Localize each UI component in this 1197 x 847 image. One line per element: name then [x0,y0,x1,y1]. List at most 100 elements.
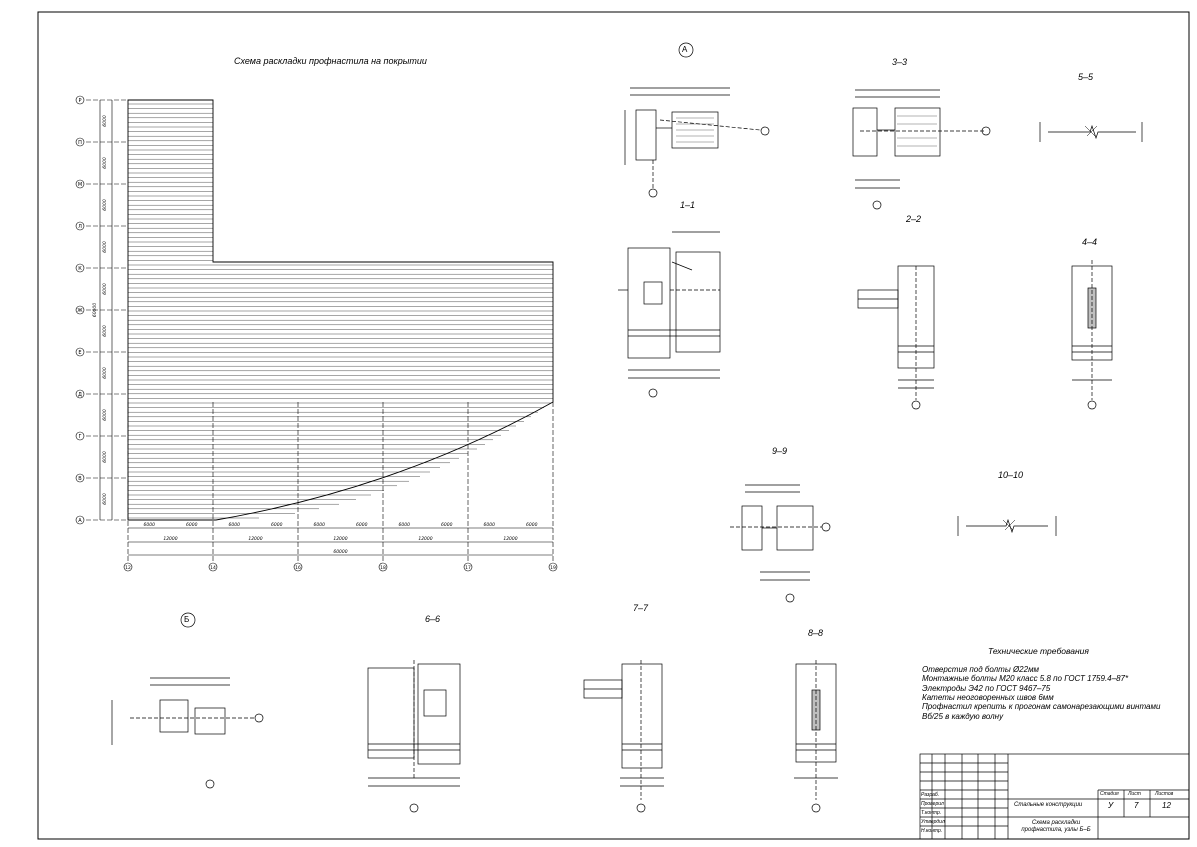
bottom-dim-label: 6000 [186,522,198,528]
tech-line: Профнастил крепить к прогонам самонареза… [922,702,1161,712]
row-axis-bubble [75,95,85,105]
row-axis-label: Г [78,434,81,440]
col-axis-bubble [208,562,218,572]
tb-row-label: Н.контр. [921,828,943,834]
col-axis-label: 14 [210,565,216,571]
section-label-6-6: 6–6 [425,614,441,624]
total-dim-label: 60000 [333,549,347,555]
pair-dim-label: 12000 [418,536,432,542]
section-label-1-1: 1–1 [680,200,696,210]
bottom-dim-label: 6000 [271,522,283,528]
row-axis-bubble [75,431,85,441]
row-axis-label: Р [78,98,81,104]
section-7-7-detail [583,660,664,813]
pair-dim-label: 12000 [163,536,177,542]
row-axis-bubble [75,347,85,357]
node-a-marker: А [682,45,688,54]
left-dim-label: 6000 [102,493,108,505]
row-axis-label: Л [78,224,82,230]
pair-dim-label: 12000 [248,536,262,542]
tech-line: Катеты неоговоренных швов 6мм [922,692,1054,702]
left-dim-label: 6000 [102,157,108,169]
bottom-dim-label: 6000 [144,522,156,528]
col-axis-label: 17 [465,565,471,571]
col-axis-label: 12 [125,565,131,571]
row-axis-label: М [78,182,82,188]
roof-scheme [86,99,554,562]
section-4-4-detail [1071,260,1113,410]
row-axis-bubble [75,389,85,399]
row-axis-label: П [78,140,82,146]
left-dim-label: 6000 [102,115,108,127]
col-axis-label: 19 [550,565,556,571]
section-1-1-detail [618,231,721,398]
row-axis-bubble [75,221,85,231]
bottom-dim-label: 6000 [229,522,241,528]
tb-header-stage: Стадия [1100,791,1119,797]
left-dim-label: 6000 [102,199,108,211]
section-label-10-10: 10–10 [998,470,1024,480]
col-axis-bubble [123,562,133,572]
tb-sheet-title: Схема раскладки профнастила, узлы Б–Б [1021,820,1091,833]
section-label-9-9: 9–9 [772,446,788,456]
bottom-dim-label: 6000 [441,522,453,528]
tb-header-sheet: Лист [1128,791,1141,797]
bottom-dim-label: 6000 [399,522,411,528]
section-label-3-3: 3–3 [892,57,908,67]
col-axis-bubble [293,562,303,572]
left-dim-label: 6000 [102,409,108,421]
row-axis-label: К [78,266,82,272]
section-9-9-detail [730,484,831,603]
row-axis-label: Ж [77,308,83,314]
col-axis-bubble [548,562,558,572]
title-block-frame [919,753,1190,840]
row-axis-bubble [75,179,85,189]
row-axis-bubble [75,473,85,483]
bottom-dim-label: 6000 [314,522,326,528]
row-axis-bubble [75,515,85,525]
left-dim-label: 6000 [102,367,108,379]
tb-row-label: Разраб. [921,792,940,798]
pair-dim-label: 12000 [503,536,517,542]
section-5-5-detail [1039,122,1143,142]
tech-line: Монтажные болты М20 класс 5.8 по ГОСТ 17… [922,674,1129,684]
section-label-5-5: 5–5 [1078,72,1094,82]
tech-line: Вб/25 в каждую волну [922,711,1004,721]
left-dim-label: 6000 [102,325,108,337]
row-axis-lines [86,99,128,521]
tech-line: Электроды Э42 по ГОСТ 9467–75 [922,683,1051,693]
row-axis-bubble [75,305,85,315]
tb-project-name: Стальные конструкции [1014,802,1083,808]
col-axis-label: 16 [295,565,301,571]
tech-requirements-title: Технические требования [988,646,1089,656]
section-label-7-7: 7–7 [633,603,649,613]
row-axis-label: А [78,518,82,524]
section-3-3-detail [852,89,991,210]
node-a-detail [624,42,770,198]
tb-row-label: Т.контр. [921,810,942,816]
tb-header-sheets: Листов [1155,791,1174,797]
col-axis-bubble [463,562,473,572]
left-total-dim-label: 60000 [92,303,98,317]
tech-line: Отверстия под болты Ø22мм [922,665,1040,674]
left-dim-label: 6000 [102,451,108,463]
tb-stage-value: У [1108,801,1114,810]
col-axis-bubble [378,562,388,572]
section-6-6-detail [367,660,461,813]
section-2-2-detail [857,265,935,410]
tb-row-label: Утвердил [921,819,945,825]
bottom-dim-label: 6000 [356,522,368,528]
section-label-2-2: 2–2 [906,214,922,224]
tb-sheet-value: 7 [1134,801,1139,810]
col-axis-lines [127,402,554,562]
sheet-frame [37,11,1190,840]
tb-row-label: Проверил [921,801,944,807]
row-axis-label: Д [78,392,82,398]
left-dim-label: 6000 [102,241,108,253]
row-axis-bubble [75,263,85,273]
left-dim-label: 6000 [102,283,108,295]
decking-sheets [128,103,553,519]
section-10-10-detail [957,516,1057,536]
